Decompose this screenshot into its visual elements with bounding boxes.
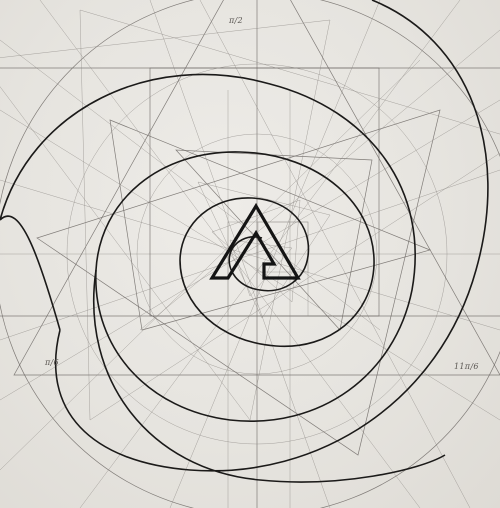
triangle-2 (36, 109, 441, 456)
golden-spiral (0, 0, 489, 472)
triangle-3 (109, 119, 432, 331)
inner-circle (136, 133, 378, 375)
label-left: π/6 (45, 358, 59, 367)
triangle-6 (211, 199, 301, 303)
label-right: 11π/6 (454, 362, 479, 371)
triangle-1 (13, 0, 500, 376)
triangle-8 (0, 19, 331, 421)
triangular-spiral-logo (209, 202, 301, 280)
middle-circle (66, 63, 448, 445)
spiral-outer-arc (92, 269, 446, 483)
label-top: π/2 (229, 16, 243, 25)
triangle-9 (79, 9, 500, 421)
triangle-4 (175, 149, 373, 331)
